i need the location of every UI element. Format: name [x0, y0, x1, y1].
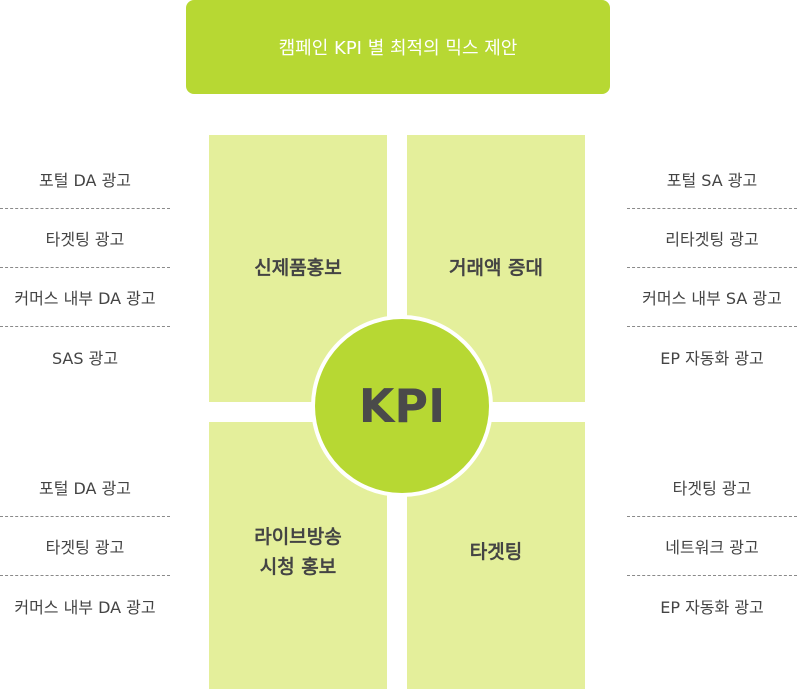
- kpi-hub-circle: KPI: [315, 319, 489, 493]
- ad-list-item: EP 자동화 광고: [660, 348, 764, 368]
- ad-list-item: 포털 DA 광고: [0, 458, 170, 517]
- ad-list-right-top: 포털 SA 광고 리타겟팅 광고 커머스 내부 SA 광고 EP 자동화 광고: [627, 150, 797, 386]
- ad-list-left-top: 포털 DA 광고 타겟팅 광고 커머스 내부 DA 광고 SAS 광고: [0, 150, 170, 386]
- quadrant-label-top-right: 거래액 증대: [448, 257, 543, 279]
- ad-list-item: 타겟팅 광고: [627, 458, 797, 517]
- ad-list-item: 리타겟팅 광고: [627, 209, 797, 268]
- ad-list-item: 네트워크 광고: [627, 517, 797, 576]
- ad-list-item: 타겟팅 광고: [0, 517, 170, 576]
- diagram-title: 캠페인 KPI 별 최적의 믹스 제안: [278, 38, 518, 59]
- ad-list-item: 포털 DA 광고: [0, 150, 170, 209]
- ad-list-item: 포털 SA 광고: [627, 150, 797, 209]
- kpi-hub-label: KPI: [358, 379, 446, 433]
- ad-list-item: EP 자동화 광고: [660, 597, 764, 617]
- ad-list-item: 커머스 내부 DA 광고: [0, 268, 170, 327]
- ad-list-item: 타겟팅 광고: [0, 209, 170, 268]
- ad-list-item: SAS 광고: [51, 348, 119, 368]
- quadrant-label-bottom-right: 타겟팅: [469, 541, 523, 563]
- quadrant-new-product-promotion: 신제품홍보: [209, 135, 387, 402]
- diagram-title-banner: 캠페인 KPI 별 최적의 믹스 제안: [186, 0, 610, 94]
- quadrant-label-bottom-left: 라이브방송 시청 홍보: [254, 526, 342, 578]
- ad-list-left-bottom: 포털 DA 광고 타겟팅 광고 커머스 내부 DA 광고: [0, 458, 170, 635]
- ad-list-item: 커머스 내부 SA 광고: [627, 268, 797, 327]
- ad-list-right-bottom: 타겟팅 광고 네트워크 광고 EP 자동화 광고: [627, 458, 797, 635]
- ad-list-item: 커머스 내부 DA 광고: [14, 597, 156, 617]
- quadrant-label-top-left: 신제품홍보: [254, 257, 342, 279]
